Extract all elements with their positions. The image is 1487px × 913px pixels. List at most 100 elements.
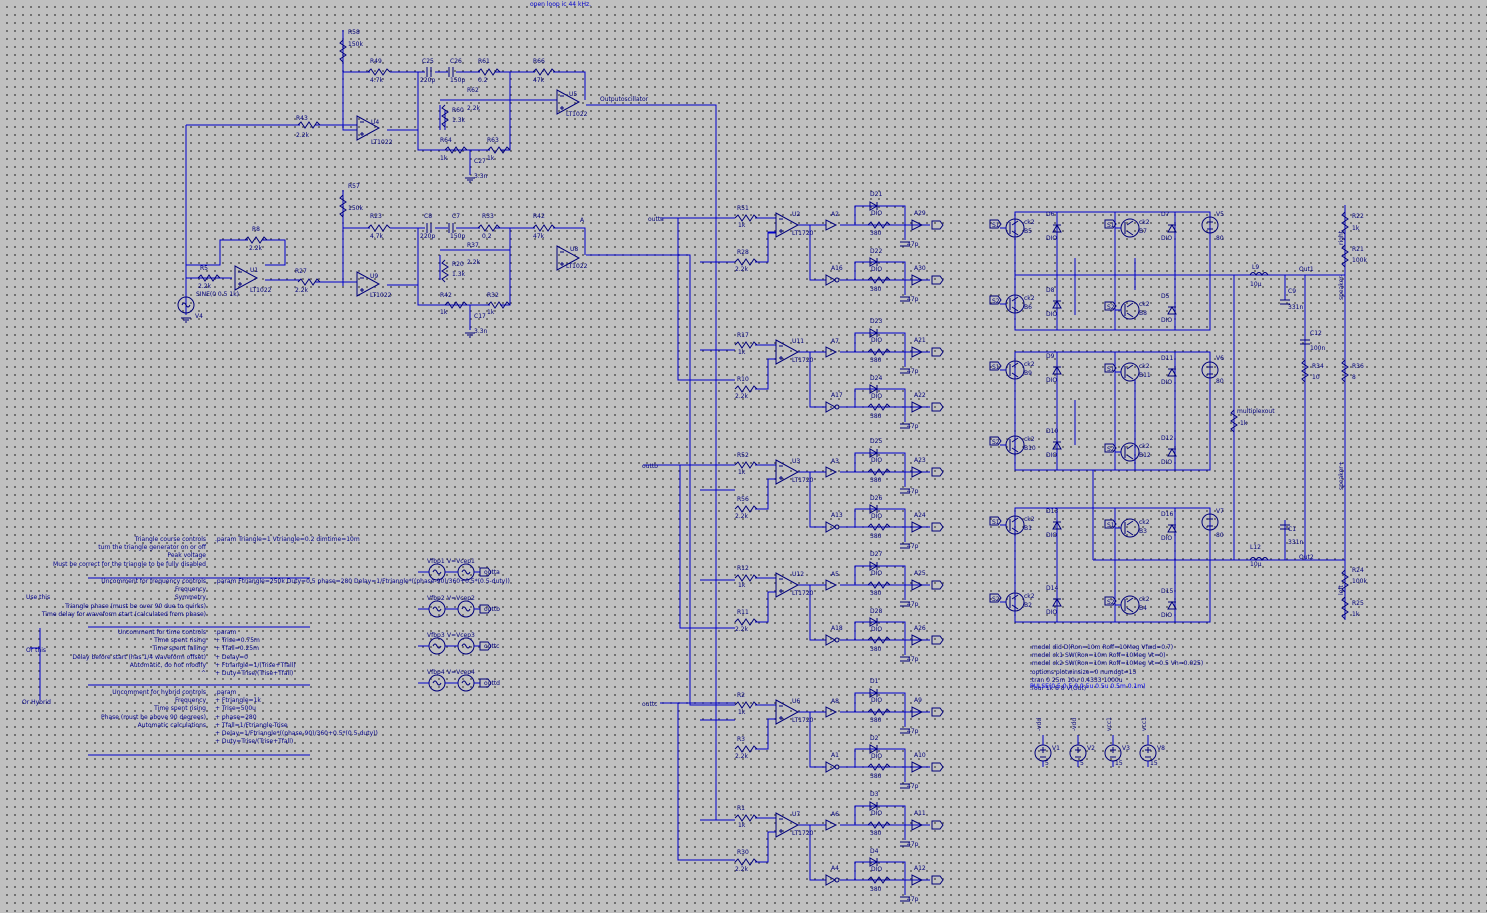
- component-label: A30: [914, 265, 926, 272]
- component-label: A8: [831, 698, 839, 705]
- component-label: D3: [870, 791, 879, 798]
- net-label-outtb: outtb: [642, 463, 658, 470]
- svg-text:V5: V5: [1216, 211, 1224, 218]
- component-label: B7: [1139, 228, 1147, 235]
- component-label: 380: [870, 590, 882, 597]
- component-label: LT1720: [792, 357, 814, 364]
- svg-text:U9: U9: [370, 273, 378, 280]
- component-label: B3: [1139, 528, 1147, 535]
- svg-text:R5: R5: [200, 265, 208, 272]
- model-directives: .model did D(Ron=10m Roff=10Meg Vfwd=0.7…: [1030, 644, 1204, 693]
- component-label: 2.2k: [735, 393, 749, 400]
- svg-text:4.7k: 4.7k: [370, 77, 384, 84]
- svg-text:C9: C9: [1288, 288, 1296, 295]
- component-label: D26: [870, 495, 882, 502]
- component-label: D15: [1161, 588, 1173, 595]
- svg-text:U8: U8: [570, 246, 578, 253]
- buffer-gate: [825, 219, 837, 231]
- supply-net: -vdd: [1036, 718, 1043, 731]
- supply-net: vcc1: [1106, 717, 1113, 731]
- resistor: [734, 385, 758, 393]
- svg-text:R34: R34: [1312, 363, 1324, 370]
- triangle-controls-text: Triangle course controls turn the triang…: [53, 536, 206, 568]
- component-label: ck2: [1024, 361, 1035, 368]
- component-label: R30: [737, 849, 749, 856]
- comparator-channel: R521kR562.2kU3LT1720A3A13D25D26DIODIO380…: [734, 438, 944, 550]
- component-label: R51: [737, 205, 749, 212]
- switch: [1120, 518, 1140, 538]
- svg-text:R33: R33: [482, 213, 494, 220]
- component-label: D4: [870, 848, 879, 855]
- supply-name: V1: [1052, 745, 1060, 752]
- component-label: D16: [1161, 511, 1173, 518]
- svg-text:L12: L12: [1250, 544, 1261, 551]
- output-port: [931, 635, 944, 645]
- component-label: ck2: [1024, 219, 1035, 226]
- component-label: 1k: [738, 222, 746, 229]
- svg-text:R22: R22: [1352, 213, 1364, 220]
- svg-text:1k: 1k: [1352, 611, 1360, 618]
- comparator-channel: R21kR32.2kU6LT1720A8A1D1D2DIODIO380380A9…: [734, 678, 944, 790]
- inverter-gate: [825, 874, 840, 886]
- svg-text:R25: R25: [1352, 600, 1364, 607]
- svg-text:R24: R24: [1352, 567, 1364, 574]
- component-label: A6: [831, 811, 839, 818]
- svg-text:R20: R20: [452, 261, 464, 268]
- svg-text:R62: R62: [467, 87, 479, 94]
- schematic-title: open loop ic 44 kHz.: [530, 1, 592, 8]
- component-label: U2: [792, 211, 800, 218]
- svg-text:R32: R32: [487, 292, 499, 299]
- component-label: ck2: [1139, 596, 1150, 603]
- hybrid-param-block: .param + Ftriangle=1k + Trise=500u + pha…: [215, 689, 378, 746]
- component-label: D2: [870, 735, 879, 742]
- switch-ctrl-label: S2: [992, 439, 1000, 446]
- component-label: R11: [737, 609, 749, 616]
- component-label: 2.2k: [735, 266, 749, 273]
- svg-text:R61: R61: [478, 58, 490, 65]
- output-port: [931, 347, 944, 357]
- component-label: D8: [1046, 287, 1055, 294]
- supply-name: V3: [1122, 745, 1130, 752]
- svg-text:R42: R42: [440, 292, 452, 299]
- component-label: R10: [737, 376, 749, 383]
- resistor: [734, 814, 758, 822]
- component-label: D5: [1161, 293, 1170, 300]
- comparator-channel: R171kR102.2kU11LT1720A7A17D23D24DIODIO38…: [734, 318, 944, 430]
- svg-text:150k: 150k: [348, 41, 363, 48]
- source-name: Vfbp4: [427, 669, 445, 676]
- voltage-source: [1034, 744, 1052, 762]
- component-label: R12: [737, 565, 749, 572]
- svg-text:1k: 1k: [487, 155, 495, 162]
- svg-text:LT1022: LT1022: [371, 139, 393, 146]
- resistor: [734, 745, 758, 753]
- comparator-channel: R511kR282.2kU2LT1720A2A16D21D22DIODIO380…: [734, 191, 944, 303]
- component-label: D21: [870, 191, 882, 198]
- component-label: A16: [831, 265, 843, 272]
- svg-text:100k: 100k: [1352, 257, 1367, 264]
- svg-text:100n: 100n: [1310, 345, 1325, 352]
- svg-text:V7: V7: [1216, 508, 1224, 515]
- component-label: A25: [914, 570, 926, 577]
- supply-value: 15: [1150, 760, 1158, 767]
- output-port: [931, 875, 944, 885]
- buffer-gate: [825, 346, 837, 358]
- svg-text:LT1022: LT1022: [566, 111, 588, 118]
- svg-text:multiplexout: multiplexout: [1237, 408, 1275, 415]
- component-label: D28: [870, 608, 882, 615]
- behavioral-source: [428, 637, 446, 655]
- svg-text:150p: 150p: [450, 77, 465, 84]
- component-label: LT1720: [792, 830, 814, 837]
- component-label: A4: [831, 865, 839, 872]
- component-label: 2.2k: [735, 753, 749, 760]
- frequency-controls-text: Uncomment for frequency controls Frequen…: [41, 578, 206, 618]
- component-label: U7: [792, 811, 800, 818]
- switch-ctrl-label: S1: [1107, 222, 1115, 229]
- component-label: U6: [792, 698, 800, 705]
- svg-text:C25: C25: [422, 58, 434, 65]
- output-port: [931, 522, 944, 532]
- component-label: U3: [792, 458, 800, 465]
- component-label: LT1720: [792, 230, 814, 237]
